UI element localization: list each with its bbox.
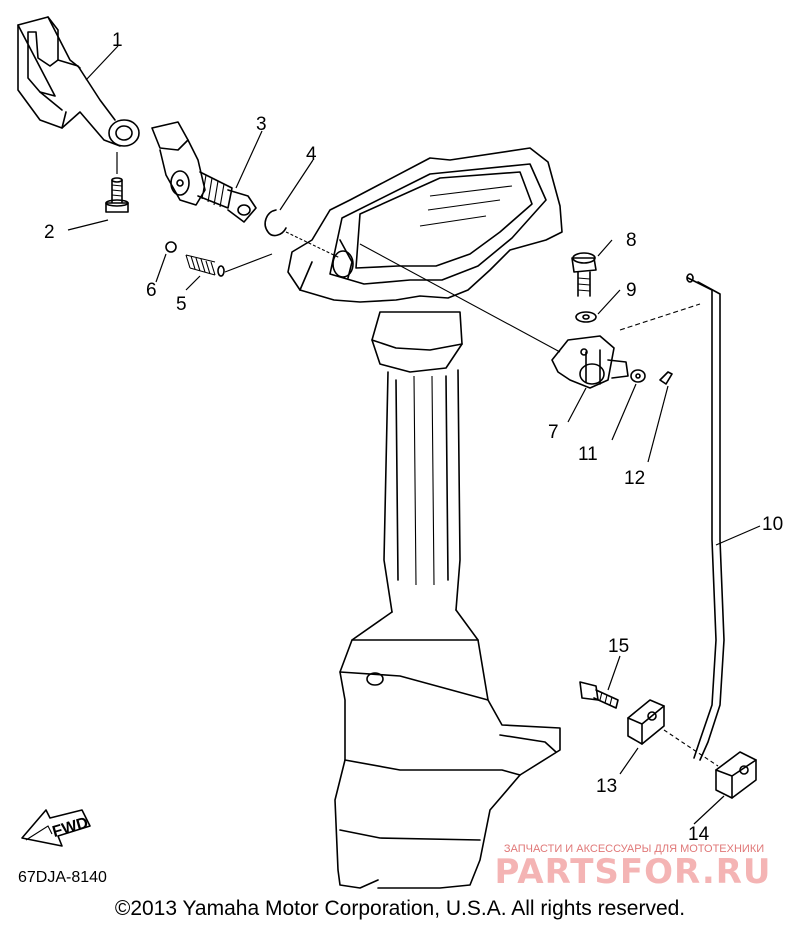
part-3-shift-shaft[interactable]	[151, 121, 257, 223]
part-11-washer[interactable]	[630, 369, 646, 383]
copyright-notice: ©2013 Yamaha Motor Corporation, U.S.A. A…	[114, 897, 686, 920]
part-14-clamp[interactable]	[715, 751, 757, 799]
callout-6: 6	[146, 280, 157, 301]
callout-labels: 1 2 3 4 5 6 7 8 9 10 11 12 13 14 15	[44, 30, 783, 845]
watermark-tagline: ЗАПЧАСТИ И АКСЕССУАРЫ ДЛЯ МОТОТЕХНИКИ	[503, 843, 765, 855]
callout-1: 1	[112, 30, 123, 51]
callout-13: 13	[596, 776, 617, 797]
watermark-logo: PARTSFOR.RU	[494, 852, 772, 892]
callout-7: 7	[548, 422, 559, 443]
leader-lines	[67, 45, 761, 825]
part-7-bracket[interactable]	[551, 335, 629, 389]
callout-5: 5	[176, 294, 187, 315]
callout-8: 8	[626, 230, 637, 251]
part-9-washer[interactable]	[575, 311, 597, 323]
callout-11: 11	[578, 444, 598, 465]
part-2-screw[interactable]	[105, 152, 129, 213]
part-8-bolt[interactable]	[571, 252, 597, 297]
diagram-code: 67DJA-8140	[18, 869, 107, 886]
callout-14: 14	[688, 824, 710, 845]
callout-12: 12	[624, 468, 645, 489]
callout-4: 4	[306, 144, 317, 165]
part-15-bolt[interactable]	[579, 681, 619, 709]
fwd-label: FWD	[51, 815, 91, 841]
callout-15: 15	[608, 636, 629, 657]
part-5-spring[interactable]	[185, 253, 273, 277]
part-4-clip[interactable]	[264, 209, 287, 237]
callout-9: 9	[626, 280, 637, 301]
part-10-shift-rod[interactable]	[686, 273, 725, 761]
part-1-shift-lever[interactable]	[17, 16, 140, 147]
part-12-cotter-pin[interactable]	[659, 371, 673, 385]
part-13-clamp[interactable]	[627, 699, 665, 745]
fwd-arrow: FWD	[21, 809, 91, 847]
upper-casing	[287, 147, 563, 889]
callout-2: 2	[44, 222, 55, 243]
callout-10: 10	[762, 514, 783, 535]
callout-3: 3	[256, 114, 267, 135]
part-6-ball[interactable]	[165, 241, 177, 253]
